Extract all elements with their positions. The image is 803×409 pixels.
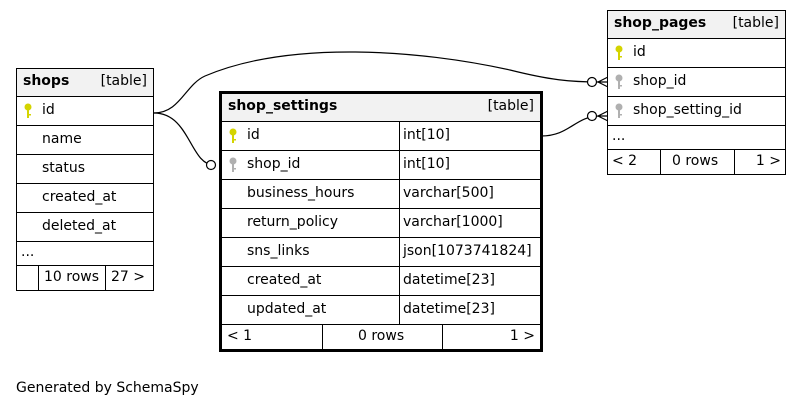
- column-name: id: [633, 44, 646, 60]
- parent-count: < 2: [612, 153, 638, 169]
- column-row[interactable]: return_policy varchar[1000]: [222, 209, 540, 238]
- column-name: shop_setting_id: [633, 102, 742, 118]
- crow-foot-icon: [597, 110, 609, 122]
- column-row[interactable]: name: [17, 126, 153, 155]
- foreign-key-icon: [229, 157, 237, 172]
- column-type: int[10]: [403, 156, 450, 172]
- link-end-circle: [586, 110, 598, 122]
- column-row[interactable]: id: [17, 97, 153, 126]
- table-name: shop_pages: [614, 15, 707, 31]
- column-name: sns_links: [247, 243, 310, 259]
- column-name: updated_at: [247, 301, 327, 317]
- column-name: name: [42, 131, 82, 147]
- row-count: 0 rows: [672, 153, 719, 169]
- link-end-circle: [586, 76, 598, 88]
- column-row[interactable]: created_at: [17, 184, 153, 213]
- column-name: shop_id: [247, 156, 301, 172]
- link-shops-to-shop-settings: [153, 112, 215, 166]
- table-shop-settings[interactable]: shop_settings [table] id int[10] shop_id…: [219, 91, 543, 352]
- column-type: datetime[23]: [403, 272, 495, 288]
- column-row[interactable]: deleted_at: [17, 213, 153, 242]
- column-row[interactable]: id: [608, 39, 785, 68]
- table-header: shops [table]: [17, 69, 153, 97]
- column-row[interactable]: shop_setting_id: [608, 97, 785, 126]
- column-type: varchar[500]: [403, 185, 494, 201]
- column-row[interactable]: created_at datetime[23]: [222, 267, 540, 296]
- table-tag: [table]: [100, 73, 147, 89]
- table-footer: < 1 0 rows 1 >: [222, 325, 540, 349]
- child-count: 1 >: [755, 153, 781, 169]
- table-tag: [table]: [732, 15, 779, 31]
- table-name: shops: [23, 73, 70, 89]
- link-shops-to-shop-pages: [153, 51, 601, 114]
- column-name: status: [42, 160, 86, 176]
- table-header: shop_settings [table]: [222, 94, 540, 122]
- row-count: 10 rows: [44, 269, 100, 285]
- column-row[interactable]: status: [17, 155, 153, 184]
- link-end-circle: [205, 159, 217, 171]
- column-row[interactable]: updated_at datetime[23]: [222, 296, 540, 325]
- primary-key-icon: [615, 45, 623, 60]
- column-type: int[10]: [403, 127, 450, 143]
- column-name: id: [247, 127, 260, 143]
- column-row[interactable]: shop_id int[10]: [222, 151, 540, 180]
- column-row[interactable]: sns_links json[1073741824]: [222, 238, 540, 267]
- column-name: id: [42, 102, 55, 118]
- primary-key-icon: [24, 103, 32, 118]
- child-count: 1 >: [509, 328, 535, 344]
- table-shop-pages[interactable]: shop_pages [table] id shop_id shop_setti…: [607, 10, 786, 175]
- table-name: shop_settings: [228, 98, 338, 114]
- primary-key-icon: [229, 128, 237, 143]
- foreign-key-icon: [615, 74, 623, 89]
- table-footer: < 2 0 rows 1 >: [608, 150, 785, 174]
- column-type: json[1073741824]: [403, 243, 532, 259]
- column-type: datetime[23]: [403, 301, 495, 317]
- column-row[interactable]: shop_id: [608, 68, 785, 97]
- column-name: return_policy: [247, 214, 339, 230]
- column-row[interactable]: business_hours varchar[500]: [222, 180, 540, 209]
- crow-foot-icon: [597, 76, 609, 88]
- foreign-key-icon: [615, 103, 623, 118]
- more-columns: ...: [608, 126, 785, 150]
- column-name: deleted_at: [42, 218, 117, 234]
- table-header: shop_pages [table]: [608, 11, 785, 39]
- column-name: created_at: [247, 272, 322, 288]
- table-tag: [table]: [487, 98, 534, 114]
- more-columns: ...: [17, 242, 153, 266]
- column-row[interactable]: id int[10]: [222, 122, 540, 151]
- row-count: 0 rows: [358, 328, 405, 344]
- column-name: shop_id: [633, 73, 687, 89]
- table-shops[interactable]: shops [table] id name status created_at …: [16, 68, 154, 291]
- generated-by-label: Generated by SchemaSpy: [16, 380, 199, 396]
- table-footer: 10 rows 27 >: [17, 266, 153, 290]
- column-name: created_at: [42, 189, 117, 205]
- column-type: varchar[1000]: [403, 214, 503, 230]
- parent-count: < 1: [227, 328, 253, 344]
- child-count: 27 >: [111, 269, 145, 285]
- column-name: business_hours: [247, 185, 355, 201]
